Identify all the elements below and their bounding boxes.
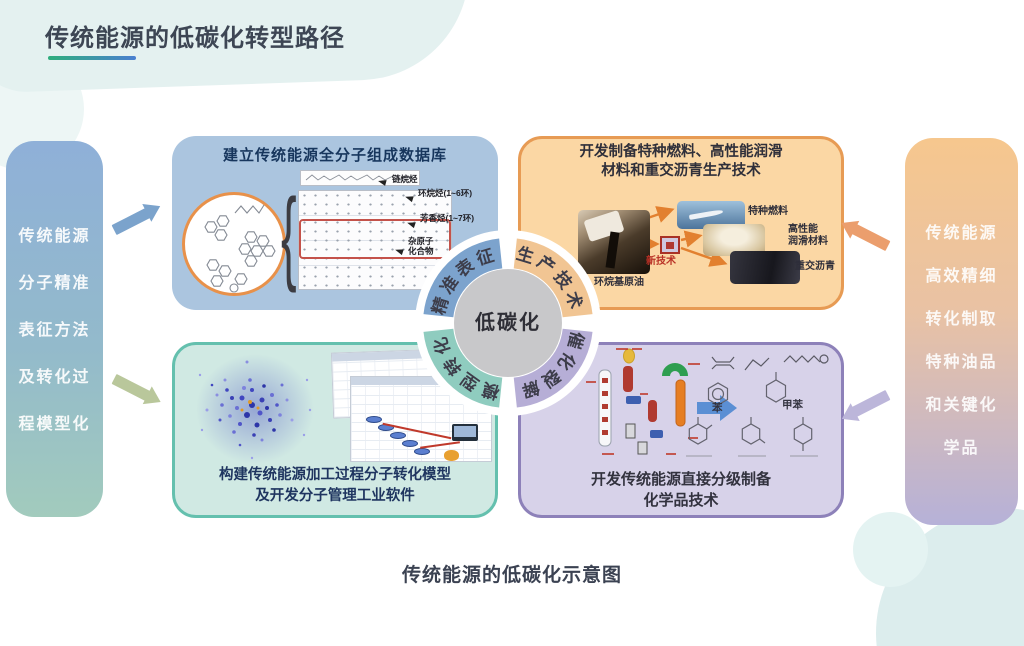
photo-naphthenic-crude [578, 210, 650, 274]
label-naphthenes: 环烷烃(1~6环) [418, 188, 473, 198]
right-sidebar-line: 和关键化 [925, 397, 998, 414]
coin-node [390, 432, 406, 439]
label-lubricant-line1: 高性能 [788, 224, 818, 235]
alkane-row-image [300, 170, 420, 186]
aromatics-highlight-box [299, 219, 451, 259]
right-sidebar-line: 高效精细 [925, 268, 998, 285]
molecular-network-halo [196, 354, 314, 464]
coin-node [402, 440, 418, 447]
panel-model-title: 构建传统能源加工过程分子转化模型 及开发分子管理工业软件 [175, 465, 495, 507]
label-asphalt: 重交沥青 [795, 261, 835, 272]
panel-chemicals-title-line2: 化学品技术 [643, 492, 719, 509]
left-sidebar: 传统能源 分子精准 表征方法 及转化过 程模型化 [6, 141, 103, 517]
left-sidebar-line: 及转化过 [18, 369, 91, 386]
title-underline [48, 56, 136, 60]
label-lubricant-line2: 润滑材料 [788, 236, 828, 247]
right-sidebar-line: 传统能源 [925, 225, 998, 242]
label-heteroatom: 杂原子化合物 [408, 236, 434, 256]
panel-production-title-line1: 开发制备特种燃料、高性能润滑 [579, 144, 783, 160]
label-lubricant: 高性能 润滑材料 [788, 224, 828, 248]
label-chain-alkanes: 链烷烃 [392, 174, 418, 184]
arrow-right-bottom [851, 389, 891, 418]
coin-node [366, 416, 382, 423]
coin-node [414, 448, 430, 455]
label-benzene: 苯 [712, 402, 723, 414]
panel-chemicals-title: 开发传统能源直接分级制备 化学品技术 [521, 469, 841, 511]
panel-model-title-line2: 及开发分子管理工业软件 [255, 488, 415, 504]
sheet-header [351, 377, 491, 385]
photo-asphalt [730, 251, 800, 284]
left-sidebar-line: 程模型化 [18, 416, 91, 433]
right-sidebar: 传统能源 高效精细 转化制取 特种油品 和关键化 学品 [905, 138, 1018, 525]
arrow-left-top [111, 207, 151, 236]
label-toluene: 甲苯 [782, 399, 803, 411]
label-aromatics: 芳香烃(1~7环) [420, 213, 475, 223]
decor-circle-bottom-right-small [853, 512, 928, 587]
left-sidebar-line: 分子精准 [18, 275, 91, 292]
monitor-icon [452, 424, 478, 441]
label-feedstock: 环烷基原油 [594, 277, 644, 288]
composition-table-image [298, 190, 452, 290]
right-sidebar-line: 学品 [943, 440, 980, 457]
left-sidebar-line: 表征方法 [18, 322, 91, 339]
diagram-caption: 传统能源的低碳化示意图 [401, 565, 622, 586]
page-title: 传统能源的低碳化转型路径 [45, 25, 345, 52]
low-carbon-hub: 低碳化 精准表征 生产技术 催化裂解 模型转化 [415, 230, 601, 416]
left-sidebar-line: 传统能源 [18, 228, 91, 245]
label-special-fuel: 特种燃料 [748, 206, 788, 217]
monitor-screen [454, 426, 476, 437]
panel-chemicals-title-line1: 开发传统能源直接分级制备 [590, 471, 771, 488]
label-new-technology: 新技术 [646, 256, 676, 267]
panel-production-title-line2: 材料和重交沥青生产技术 [601, 163, 761, 179]
jet-silhouette [688, 209, 724, 220]
brace-glyph: { [281, 178, 297, 294]
molecule-circle-image [182, 192, 286, 296]
arrow-left-bottom [111, 373, 151, 402]
cracking-process-image [586, 348, 829, 457]
new-technology-icon-inner [666, 242, 674, 249]
panel-database-title: 建立传统能源全分子组成数据库 [222, 147, 447, 164]
molecular-network-image [198, 360, 312, 460]
orange-node [444, 450, 459, 461]
hub-center-label: 低碳化 [474, 310, 541, 334]
right-sidebar-line: 转化制取 [925, 311, 998, 328]
panel-model-title-line1: 构建传统能源加工过程分子转化模型 [219, 467, 451, 483]
panel-production-title: 开发制备特种燃料、高性能润滑 材料和重交沥青生产技术 [521, 143, 841, 181]
new-technology-icon [660, 236, 680, 254]
molecule-doodles [204, 204, 276, 293]
arrow-right-top [851, 223, 891, 252]
hub-center-circle [454, 269, 562, 377]
right-sidebar-line: 特种油品 [925, 354, 998, 371]
